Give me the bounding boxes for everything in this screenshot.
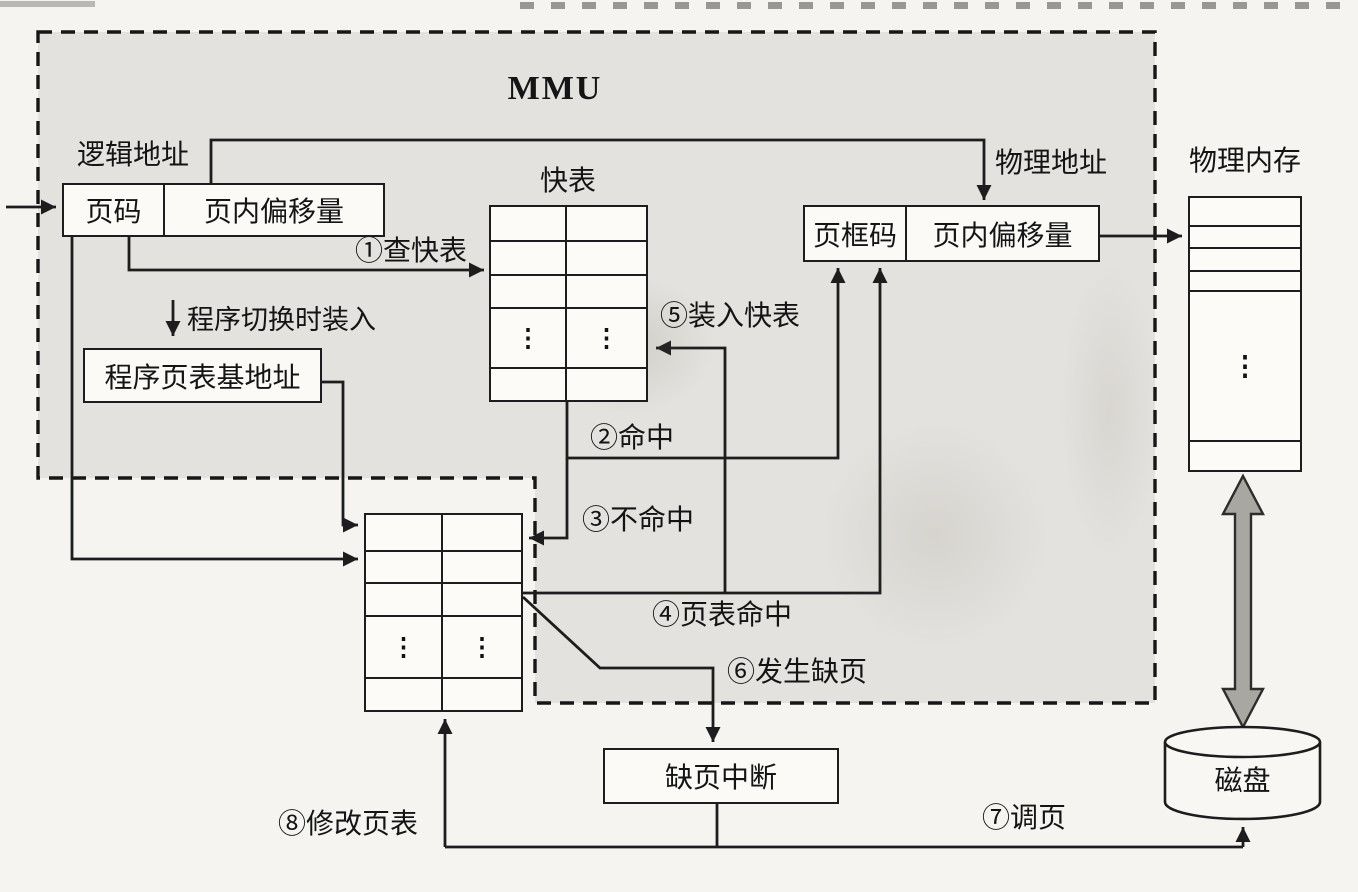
step4-page-table-hit-label: ④页表命中 <box>652 600 793 631</box>
arrow-offset-copy-to-physical <box>209 138 992 200</box>
step3-miss-label: ③不命中 <box>582 505 695 536</box>
page-table: ⋮ ⋮ <box>364 513 523 712</box>
page-table-row <box>366 515 521 550</box>
line-fault-handler-bus <box>445 804 1243 849</box>
disk-cylinder-top <box>1163 725 1322 759</box>
page-table-ellipsis: ⋮ <box>391 633 416 661</box>
arrow-step5-load-tlb <box>656 340 727 593</box>
page-table-ellipsis: ⋮ <box>469 633 495 661</box>
step8-modify-page-table-label: ⑧修改页表 <box>278 809 419 840</box>
arrow-base-address-to-page-table <box>322 380 358 533</box>
memory-frame-row <box>1190 247 1300 270</box>
page-table-row <box>366 582 521 615</box>
page-offset-cell: 页内偏移量 <box>203 197 344 228</box>
load-on-switch-label: 程序切换时装入 <box>187 305 376 335</box>
arrow-step6-page-fault <box>522 595 721 742</box>
tlb-row-ellipsis: ⋮ ⋮ <box>491 307 646 367</box>
tlb-ellipsis: ⋮ <box>594 324 619 352</box>
tlb-row <box>491 207 646 240</box>
arrow-step3-tlb-miss <box>529 458 569 546</box>
arrow-step1-check-tlb <box>127 237 484 278</box>
memory-frame-row <box>1190 198 1300 225</box>
tlb-label: 快表 <box>539 166 596 197</box>
arrow-page-number-to-page-table <box>70 237 358 567</box>
step5-load-tlb-label: ⑤装入快表 <box>660 301 801 332</box>
logical-address-box: 页码 页内偏移量 <box>62 183 385 237</box>
scan-artifact-top-strip <box>520 2 1350 9</box>
physical-memory-label: 物理内存 <box>1188 146 1301 177</box>
step7-page-in-label: ⑦调页 <box>982 803 1067 834</box>
physical-memory-table: ⋮ <box>1188 196 1302 472</box>
memory-frame-row <box>1190 270 1300 290</box>
tlb-table: ⋮ ⋮ <box>489 205 648 402</box>
step2-hit-label: ②命中 <box>590 423 675 454</box>
mmu-title: MMU <box>507 70 603 107</box>
tlb-ellipsis: ⋮ <box>515 324 541 352</box>
tlb-row <box>491 367 646 400</box>
page-table-row-ellipsis: ⋮ ⋮ <box>366 615 521 677</box>
disk-label: 磁盘 <box>1214 766 1271 797</box>
scan-artifact-top-left <box>0 1 95 7</box>
memory-frame-row <box>1190 225 1300 247</box>
arrow-step2-tlb-hit <box>565 268 846 460</box>
step1-check-tlb-label: ①查快表 <box>355 236 468 267</box>
memory-disk-double-arrow <box>1221 473 1265 730</box>
page-table-row <box>366 550 521 582</box>
physical-address-label: 物理地址 <box>995 148 1108 179</box>
arrow-step4-page-table-hit <box>523 268 888 595</box>
tlb-row <box>491 240 646 274</box>
frame-number-cell: 页框码 <box>805 207 907 260</box>
memory-ellipsis: ⋮ <box>1231 350 1259 381</box>
page-fault-interrupt-box: 缺页中断 <box>603 748 839 804</box>
memory-frame-row <box>1190 440 1300 470</box>
step6-page-fault-label: ⑥发生缺页 <box>727 657 868 688</box>
page-table-base-box: 程序页表基地址 <box>83 348 322 403</box>
logical-address-label: 逻辑地址 <box>77 140 190 171</box>
memory-row-ellipsis: ⋮ <box>1190 290 1300 440</box>
tlb-row <box>491 274 646 307</box>
physical-offset-cell: 页内偏移量 <box>932 220 1073 252</box>
disk-cylinder-body <box>1163 742 1322 821</box>
physical-address-box: 页框码 页内偏移量 <box>803 205 1100 262</box>
page-table-row <box>366 677 521 710</box>
page-number-cell: 页码 <box>64 185 165 235</box>
